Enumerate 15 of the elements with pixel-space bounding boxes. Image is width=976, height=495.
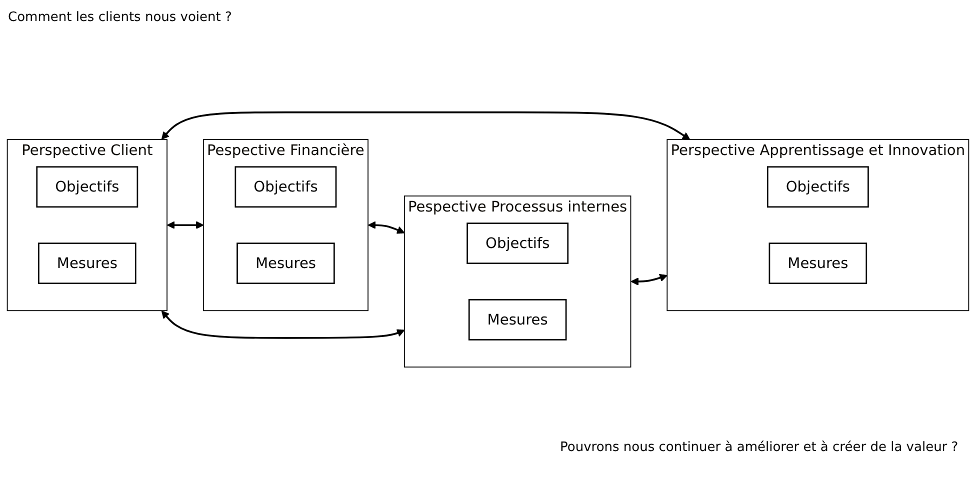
node-box: Objectifs [766, 166, 869, 208]
note-text: Pouvrons nous continuer à améliorer et à créer de la valeur ? [560, 440, 960, 455]
node-box: Mesures [468, 299, 567, 341]
node-box: Mesures [236, 242, 335, 284]
note-text: Comment les clients nous voient ? [8, 10, 233, 25]
node-box: Mesures [768, 242, 868, 284]
arrow [161, 112, 690, 140]
arrow [368, 221, 405, 234]
node-box: Mesures [38, 242, 136, 284]
arrow [630, 274, 668, 286]
arrow [167, 221, 204, 230]
arrow [161, 310, 405, 340]
node-box: Objectifs [466, 222, 569, 264]
node-box: Objectifs [234, 166, 337, 208]
node-box: Objectifs [36, 166, 138, 208]
